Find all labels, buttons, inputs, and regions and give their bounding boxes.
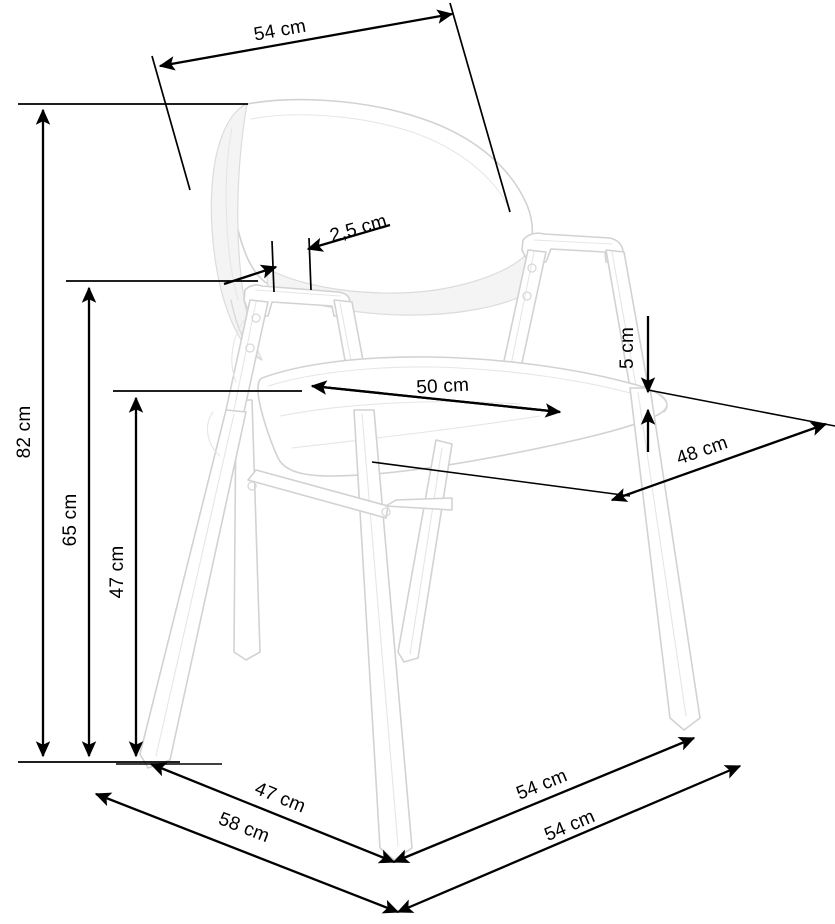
dimension-label-base-width-outer: 54 cm (541, 806, 598, 846)
dimension-label-seat-height: 47 cm (107, 546, 128, 599)
dimension-label-base-depth-outer: 58 cm (216, 809, 273, 848)
dimension-base-depth-outer: 58 cm (94, 792, 400, 914)
chair-leg-front-left (139, 409, 247, 769)
chair-seat-frame (247, 469, 453, 519)
dimension-total-height: 82 cm (14, 103, 248, 763)
chair-leg-right (629, 387, 701, 731)
dimension-seat-width: 50 cm (310, 375, 562, 418)
dimension-label-base-depth-front: 47 cm (252, 778, 309, 817)
dimension-base-width-front: 54 cm (392, 736, 696, 864)
dimension-label-armrest-height: 65 cm (60, 494, 81, 547)
dimension-armrest-height: 65 cm (60, 280, 258, 758)
armchair-illustration (139, 98, 701, 861)
chair-leg-rear-left (233, 399, 261, 661)
dimension-label-seat-depth: 48 cm (674, 432, 731, 469)
dimension-label-total-height: 82 cm (14, 406, 35, 459)
dimension-base-depth-front: 47 cm (116, 762, 396, 864)
dimension-label-seat-thickness: 5 cm (617, 327, 638, 369)
dimension-label-seat-width: 50 cm (416, 375, 470, 399)
dimension-seat-height: 47 cm (107, 390, 302, 758)
chair-leg-rear-right (397, 439, 453, 663)
dimension-label-base-width-front: 54 cm (514, 765, 571, 804)
